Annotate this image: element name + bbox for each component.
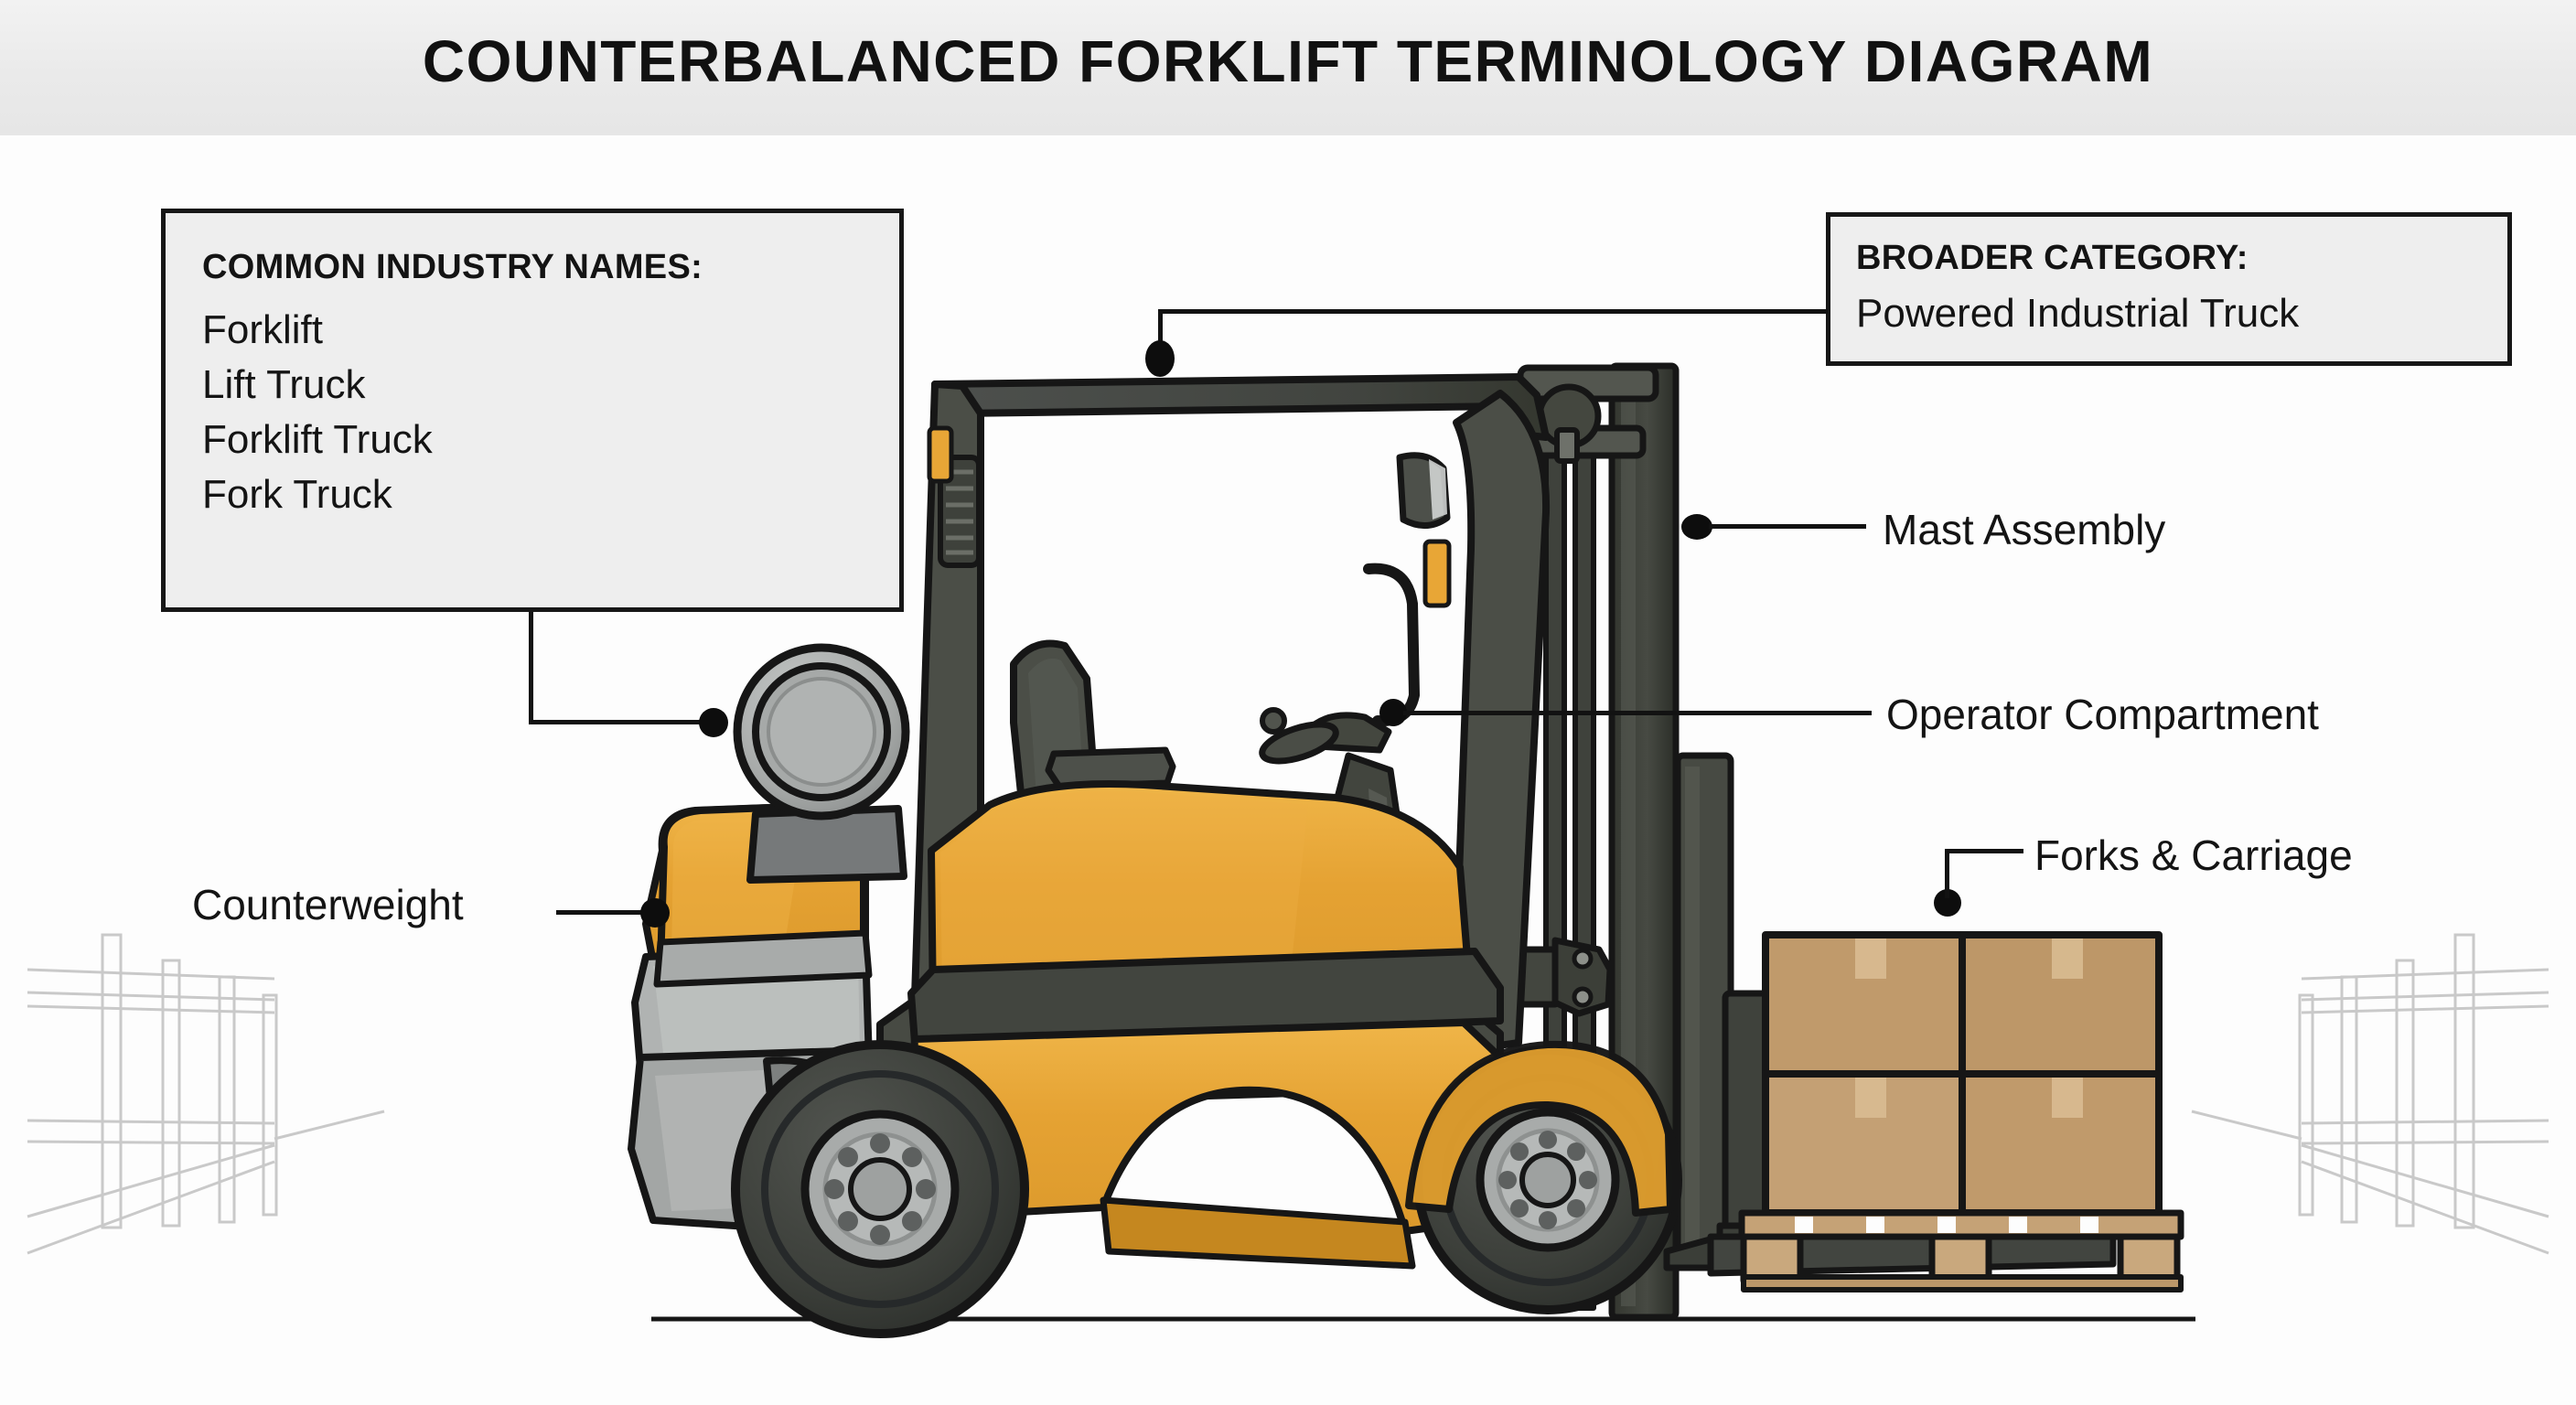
label-operator-compartment: Operator Compartment xyxy=(1886,691,2319,738)
industry-name-item-3: Fork Truck xyxy=(202,472,392,517)
racking-left xyxy=(27,933,385,1255)
broader-category-leader-horizontal xyxy=(1158,309,1828,314)
mast-assembly-anchor-dot xyxy=(1681,514,1712,540)
industry-names-heading: COMMON INDUSTRY NAMES: xyxy=(202,248,703,286)
palletized-load xyxy=(1738,931,2184,1292)
industry-name-item-2: Forklift Truck xyxy=(202,417,433,462)
industry-names-leader-horizontal xyxy=(529,720,712,724)
forks-carriage-leader-vertical xyxy=(1945,849,1949,898)
label-counterweight: Counterweight xyxy=(192,881,464,928)
label-mast-assembly: Mast Assembly xyxy=(1883,506,2166,553)
broader-category-heading: BROADER CATEGORY: xyxy=(1856,239,2249,277)
drive-wheel xyxy=(731,1040,1029,1338)
racking-right xyxy=(2191,933,2549,1255)
forks-carriage-leader-horizontal xyxy=(1945,849,2023,853)
counterweight-leader xyxy=(556,910,648,915)
front-fender xyxy=(1405,1040,1674,1217)
steering-wheel xyxy=(1259,721,1339,765)
forks-and-carriage xyxy=(1663,752,2117,1277)
operator-compartment-anchor-dot xyxy=(1379,699,1407,726)
industry-name-item-1: Lift Truck xyxy=(202,362,366,407)
mast-assembly-leader xyxy=(1709,524,1866,529)
marker-lamp-front xyxy=(1422,539,1452,608)
broader-category-value: Powered Industrial Truck xyxy=(1856,291,2300,336)
counterweight-anchor-dot xyxy=(640,898,670,928)
industry-names-leader-vertical xyxy=(529,612,533,724)
callout-broader-category: BROADER CATEGORY: Powered Industrial Tru… xyxy=(1826,212,2512,366)
broader-category-leader-vertical xyxy=(1158,309,1163,355)
industry-names-anchor-dot xyxy=(699,708,728,737)
page-title: COUNTERBALANCED FORKLIFT TERMINOLOGY DIA… xyxy=(422,28,2154,94)
label-forks-carriage: Forks & Carriage xyxy=(2034,831,2353,879)
header-band xyxy=(0,0,2576,135)
lower-side-panel xyxy=(904,1019,1515,1235)
lpg-tank xyxy=(733,643,910,884)
forklift-body xyxy=(628,779,1515,1270)
callout-industry-names: COMMON INDUSTRY NAMES: Forklift Lift Tru… xyxy=(161,209,904,612)
broader-category-anchor-dot xyxy=(1145,340,1175,377)
industry-name-item-0: Forklift xyxy=(202,307,323,352)
operator-compartment-leader xyxy=(1403,711,1872,715)
marker-lamp-rear xyxy=(927,425,954,484)
